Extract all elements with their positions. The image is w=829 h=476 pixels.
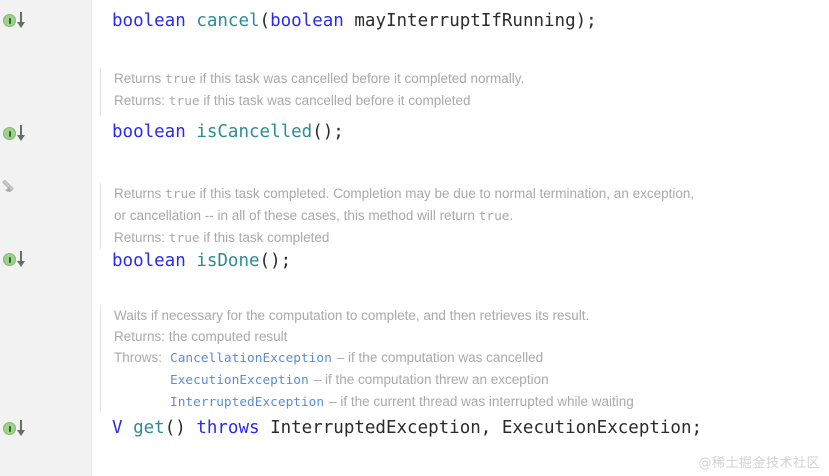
code-token: V [112,418,123,438]
arrow-down-icon [16,251,27,269]
watermark: @稀土掘金技术社区 [698,456,820,471]
code-token: boolean [270,11,344,31]
signature-get[interactable]: V get() throws InterruptedException, Exe… [112,417,702,439]
implementing-method-icon[interactable] [3,420,29,438]
code-token: isCancelled [196,122,313,142]
doc-summary-get: Waits if necessary for the computation t… [114,305,750,326]
doc-code-literal: true [168,231,200,246]
gutter-mark-implementing-cancel[interactable] [3,12,29,30]
code-token: () [164,418,197,438]
doc-exception-link[interactable]: InterruptedException [170,395,325,410]
editor-gutter[interactable] [0,0,92,476]
code-token: mayInterruptIfRunning); [343,11,597,31]
code-token: (); [312,122,344,142]
doc-text: or cancellation -- in all of these cases… [114,208,479,223]
code-token [186,122,197,142]
doc-exception-link[interactable]: ExecutionException [170,373,309,388]
code-token [186,11,197,31]
implementing-method-badge [3,422,16,435]
throws-row-execution: Throws:ExecutionException – if the comput… [114,369,750,391]
code-token: cancel [196,11,260,31]
doc-exception-description: – if the computation was cancelled [336,350,544,365]
doc-code-literal: true [165,72,196,87]
code-token: ( [259,11,271,31]
doc-code-literal: true [478,209,510,224]
doc-block-get: Waits if necessary for the computation t… [100,305,750,413]
doc-summary-isDone-line1: Returns true if this task completed. Com… [114,183,740,205]
doc-throws-table: Throws:CancellationException– if the com… [114,347,750,413]
doc-block-cancel: Returns true if this task was cancelled … [100,68,570,116]
code-token: boolean [112,251,186,271]
doc-text: if this task was cancelled before it com… [195,71,525,86]
code-token: boolean [112,11,186,31]
doc-text: Returns [114,71,166,86]
arrow-down-icon [16,12,27,30]
code-token [123,418,134,438]
signature-cancel[interactable]: boolean cancel(boolean mayInterruptIfRun… [112,10,597,32]
throws-row-interrupted: Throws:InterruptedException – if the curr… [114,391,750,413]
code-token: InterruptedException, ExecutionException… [259,418,703,438]
arrow-down-icon [16,420,27,438]
doc-summary-isDone-line2: or cancellation -- in all of these cases… [114,205,740,227]
doc-text: if this task was cancelled before it com… [199,93,471,108]
doc-text: Returns: the computed result [114,329,288,344]
doc-throws-label: Throws: [114,350,163,365]
doc-text: . [509,208,514,223]
doc-block-isDone: Returns true if this task completed. Com… [100,183,740,249]
code-token: (); [259,251,292,271]
implementing-method-badge [3,253,16,266]
doc-throws-label-spacer: Throws: [114,369,170,390]
gutter-mark-edit[interactable] [1,177,30,195]
code-token: get [133,418,165,438]
signature-isCancelled[interactable]: boolean isCancelled(); [112,121,344,143]
implementing-method-badge [3,127,16,140]
doc-returns-get: Returns: the computed result [114,326,750,347]
arrow-down-icon [16,125,27,143]
doc-exception-description: – if the current thread was interrupted … [329,394,634,409]
doc-exception-link[interactable]: CancellationException [170,351,332,366]
doc-summary-cancel: Returns true if this task was cancelled … [114,68,570,90]
doc-text: if this task completed. Completion may b… [195,186,695,201]
implementing-method-icon[interactable] [3,125,29,143]
doc-block-get-lines: Waits if necessary for the computation t… [114,305,750,347]
pencil-icon[interactable] [1,177,22,195]
code-token: isDone [196,251,260,271]
doc-text: Returns [114,186,166,201]
gutter-mark-implementing-get[interactable] [3,420,29,438]
implementing-method-icon[interactable] [3,12,29,30]
doc-code-literal: true [168,94,200,109]
code-content[interactable]: boolean cancel(boolean mayInterruptIfRun… [92,0,829,476]
code-token: boolean [112,122,186,142]
doc-throws-label-spacer: Throws: [114,391,170,412]
doc-code-literal: true [165,187,196,202]
doc-text: if this task completed [199,230,330,245]
throws-row-cancellation: Throws: CancellationException – if the com… [114,347,750,369]
signature-isDone[interactable]: boolean isDone(); [112,250,291,272]
implementing-method-badge [3,14,16,27]
doc-exception-description: – if the computation threw an exception [313,372,549,387]
gutter-mark-implementing-isCancelled[interactable] [3,125,29,143]
code-token: throws [196,418,260,438]
doc-returns-cancel: Returns: true if this task was cancelled… [114,90,570,112]
doc-text: Returns: [114,230,169,245]
gutter-mark-implementing-isDone[interactable] [3,251,29,269]
implementing-method-icon[interactable] [3,251,29,269]
doc-text: Waits if necessary for the computation t… [114,308,590,323]
doc-returns-isDone: Returns: true if this task completed [114,227,740,249]
doc-text: Returns: [114,93,169,108]
code-token [186,251,197,271]
